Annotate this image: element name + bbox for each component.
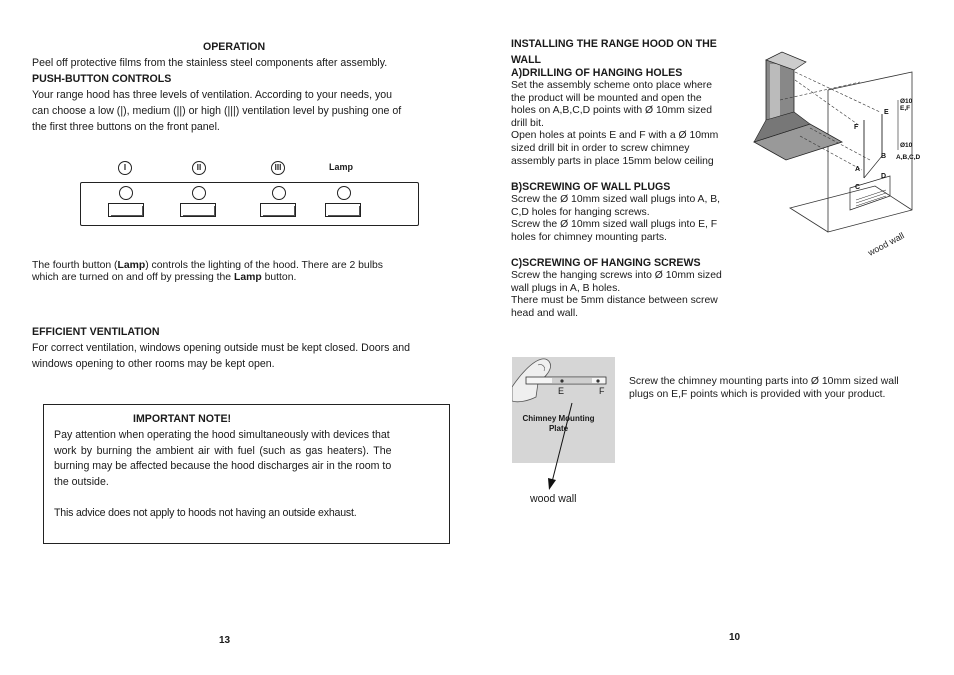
section-c-text: Screw the hanging screws into Ø 10mm siz… <box>511 270 722 319</box>
note-line-3: burning may be affected because the hood… <box>54 460 392 472</box>
medium-button[interactable] <box>180 203 216 217</box>
lamp-label: Lamp <box>329 162 354 172</box>
push-button-heading: PUSH-BUTTON CONTROLS <box>32 73 172 85</box>
important-note-box: IMPORTANT NOTE! Pay attention when opera… <box>43 404 450 544</box>
note-line-2: work by burning the ambient air with fue… <box>54 445 392 457</box>
installation-diagram: E F B A D C Ø10 E,F Ø10 A,B,C,D wood wal… <box>753 51 921 258</box>
section-b-text: Screw the Ø 10mm sized wall plugs into A… <box>511 194 721 243</box>
level-3-icon: III <box>271 161 285 175</box>
button-panel <box>80 182 419 226</box>
install-heading-line-1: INSTALLING THE RANGE HOOD ON THE <box>511 38 717 50</box>
push-text-line-3: the first three buttons on the front pan… <box>32 121 220 133</box>
note-line-5: This advice does not apply to hoods not … <box>54 507 357 519</box>
button-2-led <box>192 186 206 200</box>
level-2-icon: II <box>192 161 206 175</box>
button-lamp-led <box>337 186 351 200</box>
diagram-label-f: F <box>854 124 859 131</box>
plate-caption: Chimney Mounting Plate <box>522 414 595 433</box>
push-text-line-1: Your range hood has three levels of vent… <box>32 89 393 101</box>
section-c-heading: C)SCREWING OF HANGING SCREWS <box>511 257 701 269</box>
mounting-plate-photo: E F Chimney Mounting Plate <box>512 357 615 463</box>
page-number-right: 10 <box>729 632 741 643</box>
high-button[interactable] <box>260 203 296 217</box>
note-line-4: the outside. <box>54 476 109 488</box>
section-a-heading: A)DRILLING OF HANGING HOLES <box>511 67 683 79</box>
photo-label-f: F <box>599 386 605 396</box>
eff-text-line-1: For correct ventilation, windows opening… <box>32 342 411 354</box>
button-1-led <box>119 186 133 200</box>
mounting-photo-art <box>512 357 615 463</box>
note-title: IMPORTANT NOTE! <box>133 413 232 425</box>
diagram-label-b: B <box>881 153 886 160</box>
section-b-heading: B)SCREWING OF WALL PLUGS <box>511 181 671 193</box>
eff-text-line-2: windows opening to other rooms may be ke… <box>32 358 275 370</box>
operation-text: Peel off protective films from the stain… <box>32 57 388 69</box>
wood-wall-label: wood wall <box>530 493 577 505</box>
diagram-ef: E,F <box>900 105 910 112</box>
page-number-left: 13 <box>219 635 231 646</box>
diagram-label-a: A <box>855 166 860 173</box>
install-heading-line-2: WALL <box>511 54 542 66</box>
lamp-button[interactable] <box>325 203 361 217</box>
operation-heading: OPERATION <box>203 41 266 53</box>
lamp-text-line-2: which are turned on and off by pressing … <box>32 272 297 283</box>
chimney-text-line-2: plugs on E,F points which is provided wi… <box>629 389 886 400</box>
lamp-text-line-1: The fourth button (Lamp) controls the li… <box>32 260 383 271</box>
low-button[interactable] <box>108 203 144 217</box>
diagram-label-c: C <box>855 184 860 191</box>
button-3-led <box>272 186 286 200</box>
chimney-text-line-1: Screw the chimney mounting parts into Ø … <box>629 376 899 387</box>
push-text-line-2: can choose a low (|), medium (||) or hig… <box>32 105 402 117</box>
diagram-diameter-2: Ø10 <box>900 142 913 149</box>
wood-wall-arrow <box>548 402 573 490</box>
photo-label-e: E <box>558 386 565 396</box>
level-1-icon: I <box>118 161 132 175</box>
efficient-ventilation-heading: EFFICIENT VENTILATION <box>32 326 160 338</box>
section-a-text: Set the assembly scheme onto place where… <box>511 80 719 167</box>
note-line-1: Pay attention when operating the hood si… <box>54 429 390 441</box>
diagram-abcd: A,B,C,D <box>896 154 921 161</box>
diagram-label-d: D <box>881 173 886 180</box>
diagram-label-e: E <box>884 109 889 116</box>
diagram-wood-wall: wood wall <box>865 230 905 258</box>
diagram-diameter-1: Ø10 <box>900 98 913 105</box>
